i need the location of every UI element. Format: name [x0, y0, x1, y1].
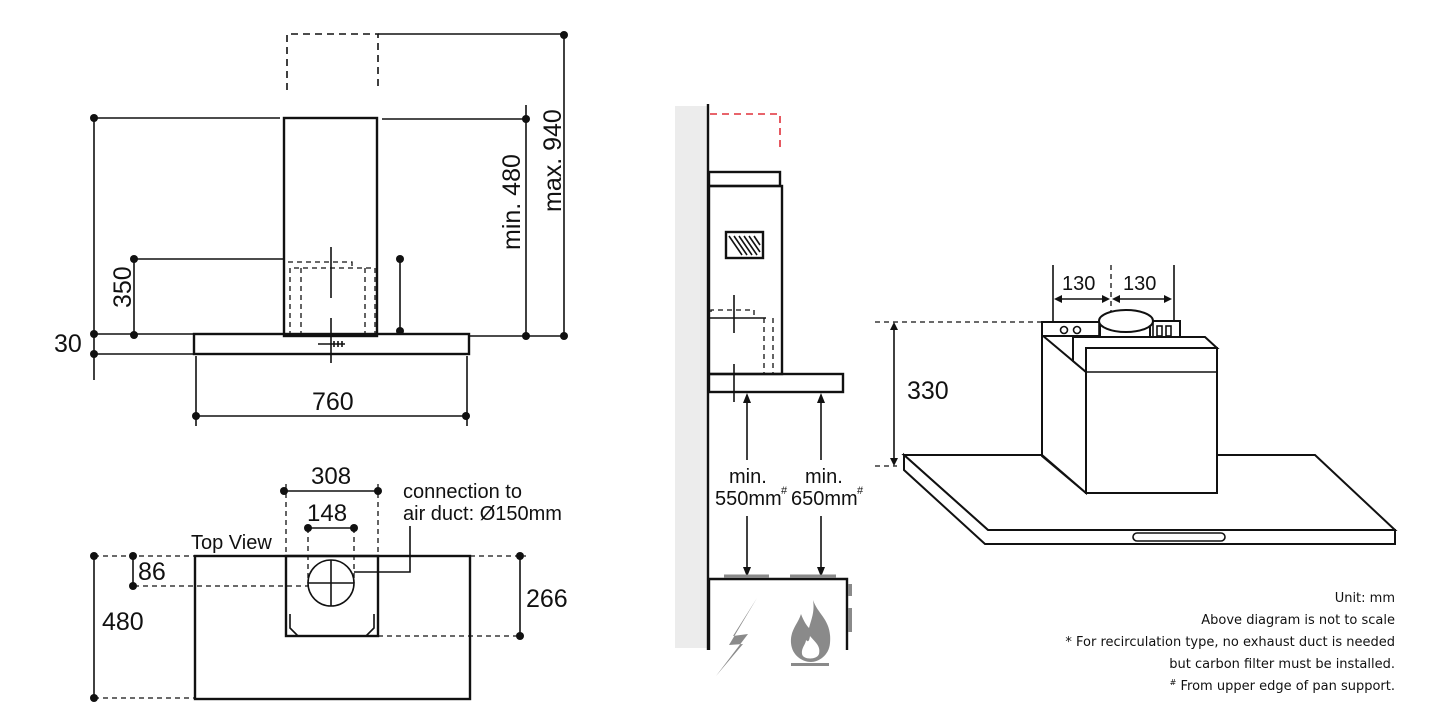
chimney-corner [289, 614, 299, 637]
dim-dot [90, 694, 98, 702]
dim-canopy-thickness: 30 [54, 330, 82, 358]
dim-arrow-330 [890, 322, 898, 466]
plate-hole [1059, 325, 1069, 335]
filter-symbol [724, 230, 765, 260]
dim-dot [90, 552, 98, 560]
dim-depth: 480 [102, 608, 144, 636]
knob [848, 584, 852, 596]
top-view: 308 148 connection to air duct: Ø150mm T… [90, 463, 568, 702]
motor-outline [289, 267, 376, 336]
dim-height-min: min. 480 [498, 154, 526, 250]
leader-line [354, 526, 411, 573]
canopy [192, 332, 471, 356]
terminal-block [1149, 320, 1181, 338]
lightning-icon [716, 598, 757, 676]
pan-text: From upper edge of pan support. [1176, 679, 1395, 694]
knob [848, 608, 852, 632]
dim-chimney-depth: 266 [526, 585, 568, 613]
note-scale: Above diagram is not to scale [1201, 613, 1395, 628]
motor-front [1085, 347, 1218, 494]
chimney-side [707, 184, 784, 376]
dim-dot [374, 487, 382, 495]
dim-duct-spacing: 148 [307, 500, 347, 527]
terminal [1165, 325, 1172, 337]
front-view: 30 350 min. 480 max. 940 760 [54, 31, 568, 426]
dim-dot [129, 552, 137, 560]
dim-dot [522, 115, 530, 123]
dim-dot [560, 332, 568, 340]
terminal [1156, 325, 1163, 337]
pan-mark: # [1170, 678, 1177, 687]
dim-dot [90, 330, 98, 338]
dim-dot [130, 331, 138, 339]
dim-dot [129, 582, 137, 590]
dim-duct-offset: 86 [138, 558, 166, 586]
min-electric-value: 550mm [715, 488, 782, 510]
dim-arrow-left [1054, 295, 1110, 303]
dim-dot [90, 350, 98, 358]
motor-outline-top [288, 261, 353, 268]
dim-dot [516, 552, 524, 560]
dim-left: 130 [1062, 273, 1095, 295]
dim-dot [280, 487, 288, 495]
handle [1132, 532, 1226, 542]
min-electric-label: min. [729, 466, 767, 488]
motor-top [1072, 336, 1220, 375]
top-view-label: Top View [191, 532, 272, 554]
chimney [282, 116, 379, 338]
dim-height-max: max. 940 [539, 109, 567, 212]
dim-dot [560, 31, 568, 39]
dim-dot [192, 412, 200, 420]
canopy-top [193, 554, 472, 701]
footnote-mark: # [857, 485, 864, 497]
plate-hole [1072, 325, 1082, 335]
dim-right: 130 [1123, 273, 1156, 295]
canopy-side [707, 372, 845, 394]
wall [675, 106, 708, 648]
hatching [728, 235, 761, 256]
duct-note-line1: connection to [403, 481, 522, 503]
arrow-electric [743, 393, 751, 577]
dim-dot [462, 412, 470, 420]
chimney-extension-red [710, 113, 781, 148]
canopy-front [903, 452, 1396, 545]
note-recirc-1: * For recirculation type, no exhaust duc… [1065, 635, 1395, 650]
iso-view: 130 130 330 [875, 265, 1398, 545]
cooktop [707, 577, 849, 650]
note-unit: Unit: mm [1335, 591, 1395, 606]
dim-chimney-lower: 350 [109, 266, 137, 308]
chimney-corner [365, 614, 375, 637]
dim-motor-height: 330 [907, 377, 949, 405]
min-gas-value: 650mm [791, 488, 858, 510]
arrow-gas [817, 393, 825, 577]
dim-dot [396, 255, 404, 263]
duct-note-line2: air duct: Ø150mm [403, 503, 562, 525]
dim-dot [90, 114, 98, 122]
dim-width: 760 [312, 388, 354, 416]
dim-arrow-right [1112, 295, 1172, 303]
side-view: min. 550mm # min. 650mm # [675, 104, 864, 676]
dim-chimney-width: 308 [311, 463, 351, 490]
duct-collar [1098, 309, 1154, 333]
min-gas-label: min. [805, 466, 843, 488]
note-pan-support: # From upper edge of pan support. [1170, 678, 1395, 694]
bracket [707, 170, 782, 188]
flame-icon [790, 600, 831, 666]
dim-dot [516, 632, 524, 640]
chimney-top [284, 554, 380, 638]
notes: Unit: mm Above diagram is not to scale *… [1065, 591, 1395, 694]
footnote-mark: # [781, 485, 788, 497]
dim-dot [130, 255, 138, 263]
note-recirc-2: but carbon filter must be installed. [1169, 657, 1395, 672]
control-plate [1041, 321, 1101, 337]
motor-outline [710, 309, 755, 318]
chimney-max-extension [286, 33, 379, 90]
dim-dot [396, 327, 404, 335]
